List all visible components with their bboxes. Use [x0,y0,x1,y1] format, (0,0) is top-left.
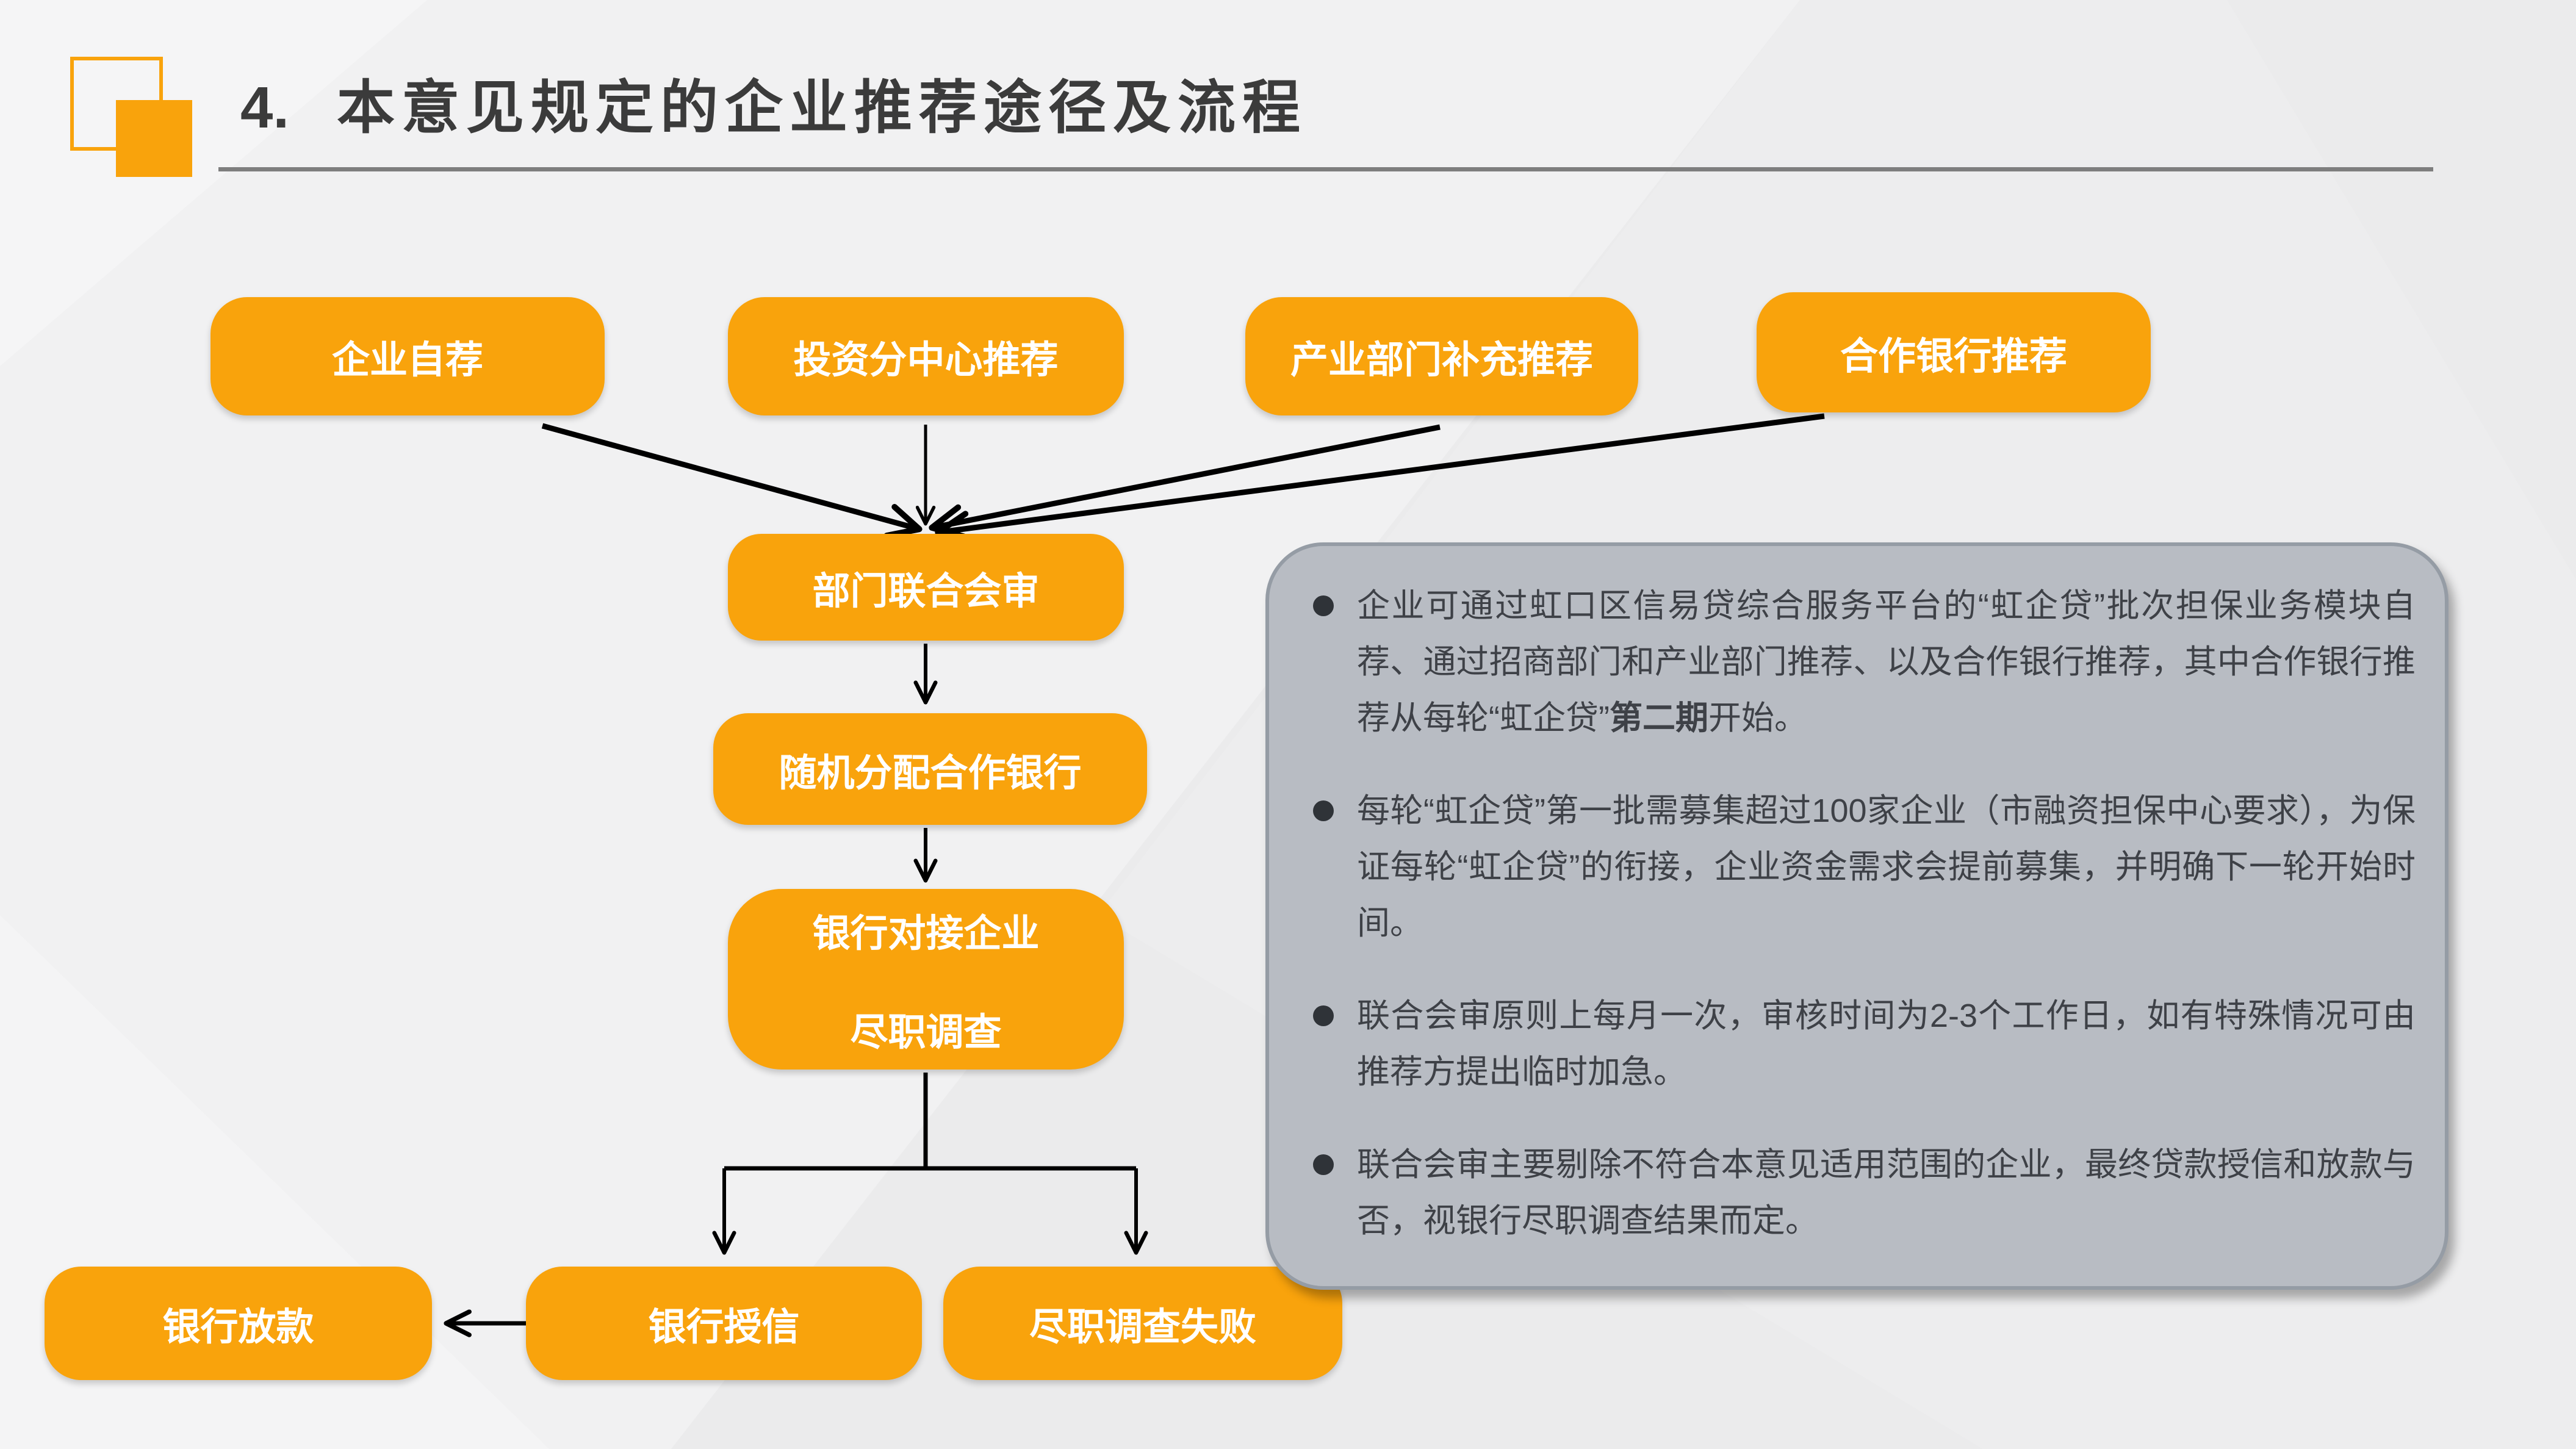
flow-node-bank-due-diligence: 银行对接企业 尽职调查 [728,889,1124,1070]
flow-node-label: 合作银行推荐 [1840,335,2067,378]
flow-node-label: 投资分中心推荐 [793,339,1059,381]
flow-node-due-diligence-failed: 尽职调查失败 [943,1267,1342,1380]
flow-node-label-line1: 银行对接企业 [812,913,1040,955]
note-bullet-text: 联合会审主要剔除不符合本意见适用范围的企业，最终贷款授信和放款与否，视银行尽职调… [1357,1137,2416,1249]
flow-node-bank-disbursement: 银行放款 [45,1267,432,1380]
bullet-dot-icon [1313,1154,1334,1175]
note-text-bold-segment: 第二期 [1609,700,1708,736]
note-bullet-item: 每轮“虹企贷”第一批需募集超过100家企业（市融资担保中心要求），为保证每轮“虹… [1313,783,2416,951]
notes-panel: 企业可通过虹口区信易贷综合服务平台的“虹企贷”批次担保业务模块自荐、通过招商部门… [1265,542,2448,1290]
flow-node-enterprise-self-recommend: 企业自荐 [210,297,605,415]
title-underline [218,167,2433,171]
flow-node-label-line2: 尽职调查 [850,1012,1002,1054]
flow-node-label: 企业自荐 [331,339,483,381]
note-bullet-item: 联合会审主要剔除不符合本意见适用范围的企业，最终贷款授信和放款与否，视银行尽职调… [1313,1137,2416,1249]
flow-node-label: 银行授信 [648,1306,800,1348]
note-text-segment: 联合会审原则上每月一次，审核时间为2-3个工作日，如有特殊情况可由推荐方提出临时… [1357,998,2416,1090]
page-title: 本意见规定的企业推荐途径及流程 [337,76,1308,140]
title-filled-square-decoration [116,100,192,177]
bullet-dot-icon [1313,1005,1334,1026]
flow-node-random-bank-assignment: 随机分配合作银行 [713,713,1147,825]
flow-node-label: 随机分配合作银行 [779,752,1082,794]
flow-node-joint-review: 部门联合会审 [728,534,1124,641]
bullet-dot-icon [1313,800,1334,821]
flow-node-label: 产业部门补充推荐 [1290,339,1593,381]
flow-node-investment-center-recommend: 投资分中心推荐 [728,297,1124,415]
flow-node-label: 部门联合会审 [812,570,1040,613]
note-text-segment: 联合会审主要剔除不符合本意见适用范围的企业，最终贷款授信和放款与否，视银行尽职调… [1357,1146,2416,1239]
note-bullet-text: 每轮“虹企贷”第一批需募集超过100家企业（市融资担保中心要求），为保证每轮“虹… [1357,783,2416,951]
title-number: 4. [240,75,290,140]
flow-node-label: 银行放款 [162,1306,314,1348]
note-bullet-text: 联合会审原则上每月一次，审核时间为2-3个工作日，如有特殊情况可由推荐方提出临时… [1357,988,2416,1100]
note-text-segment: 企业可通过虹口区信易贷综合服务平台的“虹企贷”批次担保业务模块自荐、通过招商部门… [1357,588,2416,736]
flow-node-partner-bank-recommend: 合作银行推荐 [1757,292,2151,412]
note-bullet-item: 联合会审原则上每月一次，审核时间为2-3个工作日，如有特殊情况可由推荐方提出临时… [1313,988,2416,1100]
note-text-segment: 每轮“虹企贷”第一批需募集超过100家企业（市融资担保中心要求），为保证每轮“虹… [1357,793,2416,941]
flow-node-industry-dept-recommend: 产业部门补充推荐 [1245,297,1638,415]
note-bullet-item: 企业可通过虹口区信易贷综合服务平台的“虹企贷”批次担保业务模块自荐、通过招商部门… [1313,578,2416,746]
note-text-segment: 开始。 [1708,700,1807,736]
note-bullet-text: 企业可通过虹口区信易贷综合服务平台的“虹企贷”批次担保业务模块自荐、通过招商部门… [1357,578,2416,746]
flow-node-bank-credit-granted: 银行授信 [526,1267,922,1380]
bullet-dot-icon [1313,595,1334,616]
flow-node-label: 尽职调查失败 [1029,1306,1256,1348]
